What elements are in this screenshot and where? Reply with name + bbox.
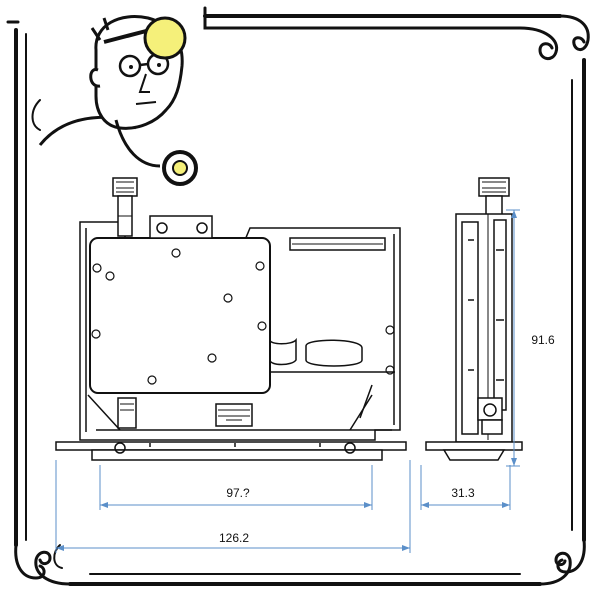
dimension-lines	[55, 209, 520, 553]
dim-label-bg-height	[524, 332, 562, 346]
dim-label-bg-total	[212, 530, 256, 544]
side-view	[425, 177, 523, 461]
dim-width-inner: 97.?	[226, 486, 250, 500]
dim-label-bg-depth	[446, 486, 480, 500]
front-view	[55, 177, 407, 461]
doctor-with-head-mirror-and-stethoscope-icon	[38, 15, 198, 186]
ornamental-frame	[6, 6, 590, 586]
dim-width-total: 126.2	[219, 531, 249, 545]
dim-depth: 31.3	[451, 486, 475, 500]
dim-label-bg-inner	[218, 486, 258, 500]
plate-screws	[91, 248, 395, 385]
dimension-arrows	[56, 210, 517, 551]
dim-height: 91.6	[531, 333, 555, 347]
